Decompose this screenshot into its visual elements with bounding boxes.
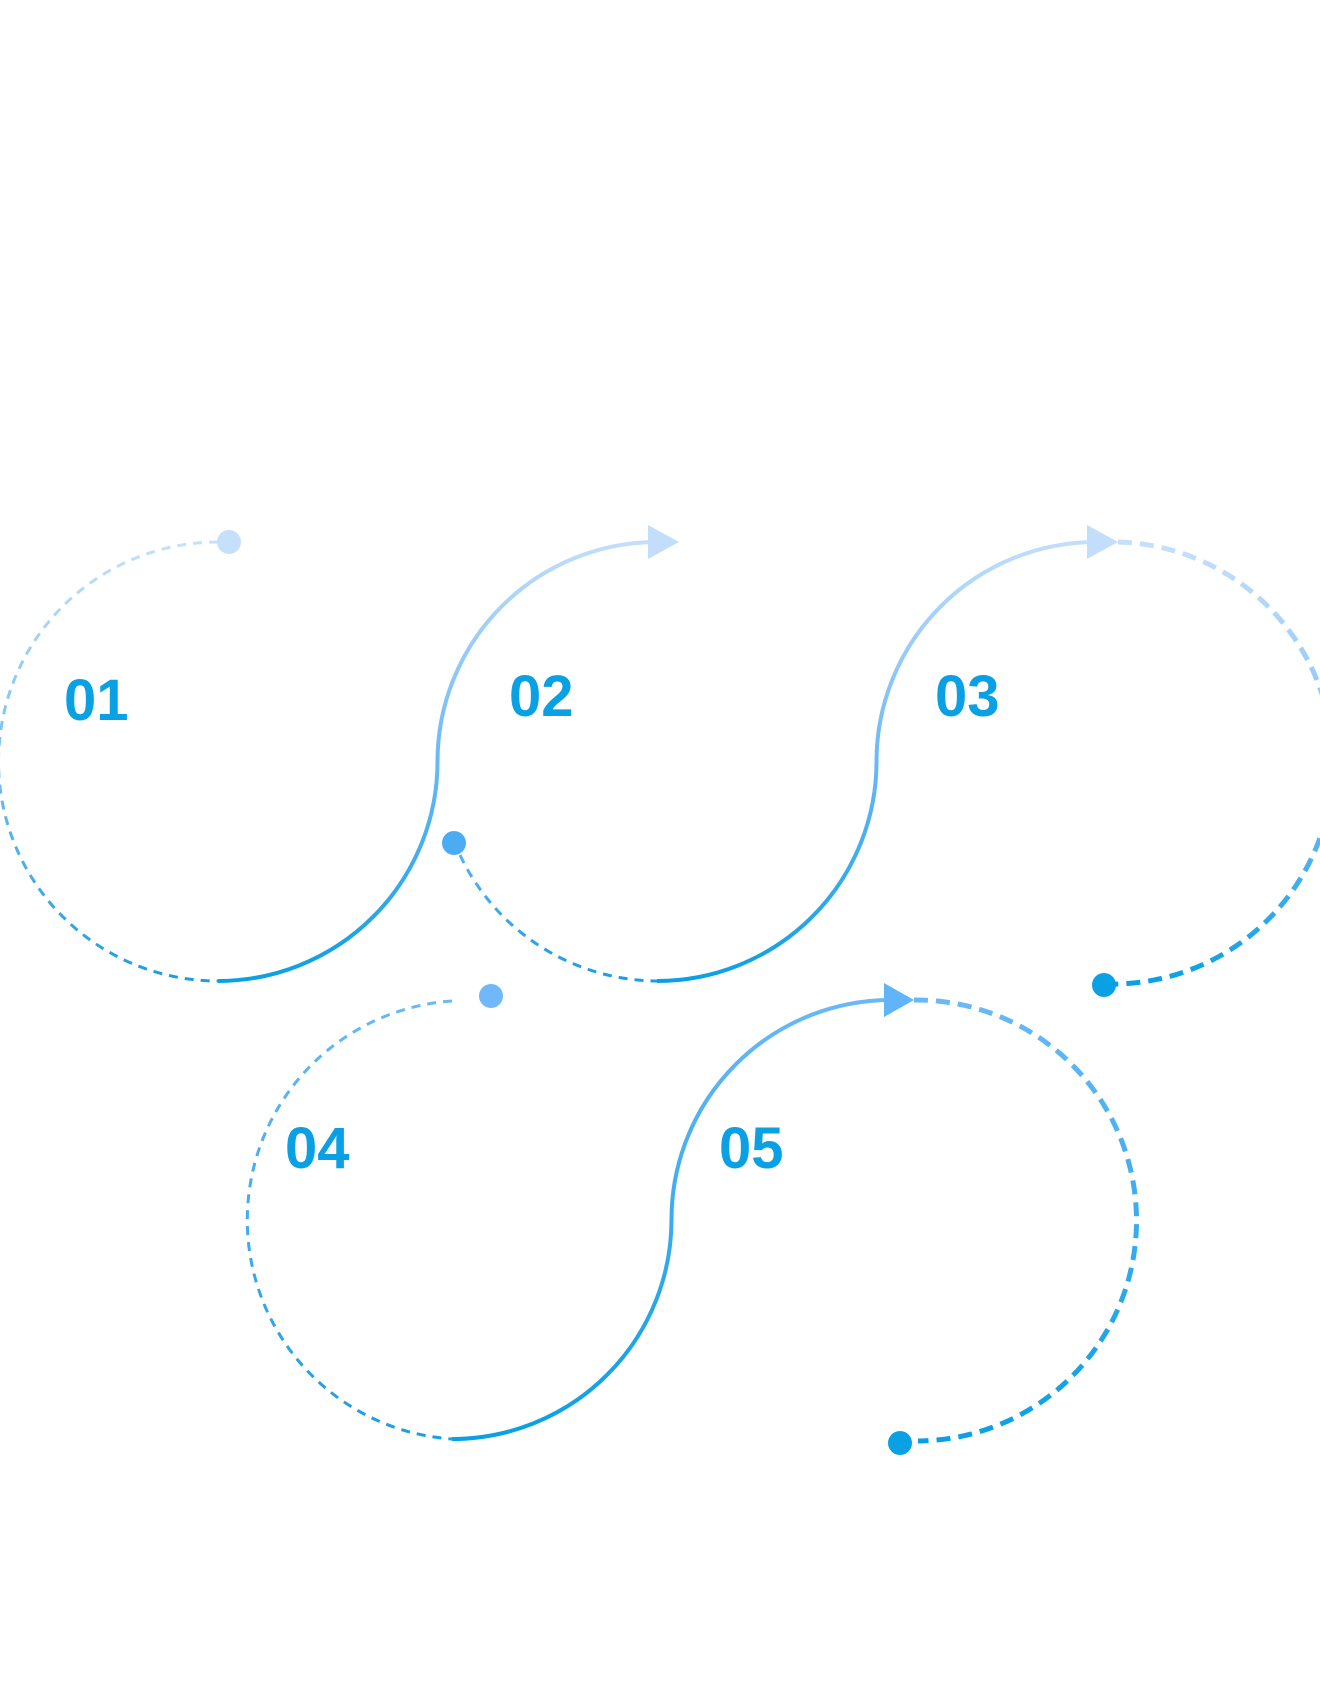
step-01-dashed-arc — [0, 540, 219, 983]
step-02-number: 02 — [509, 664, 574, 729]
step-01-number: 01 — [64, 668, 129, 733]
connector-04-05-arrow-icon — [884, 983, 914, 1017]
step-04-start-dot — [479, 984, 503, 1008]
step-02-start-dot — [442, 831, 466, 855]
step-02-dashed-arc — [458, 854, 658, 983]
step-03-dashed-arc — [1105, 539, 1320, 987]
connector-01-02-arrow-icon — [648, 525, 679, 559]
connector-02-03 — [656, 540, 1097, 983]
connector-02-03-arrow-icon — [1087, 525, 1118, 559]
step-05-dashed-arc — [913, 997, 1139, 1444]
step-04-number: 04 — [285, 1116, 350, 1181]
step-03-end-dot — [1092, 973, 1116, 997]
step-01-start-dot — [217, 530, 241, 554]
step-04-dashed-arc — [245, 999, 453, 1441]
step-03-number: 03 — [935, 664, 1000, 729]
step-05-end-dot — [888, 1431, 912, 1455]
step-05-number: 05 — [719, 1116, 784, 1181]
connector-01-02 — [217, 540, 658, 983]
connector-04-05 — [451, 998, 892, 1441]
